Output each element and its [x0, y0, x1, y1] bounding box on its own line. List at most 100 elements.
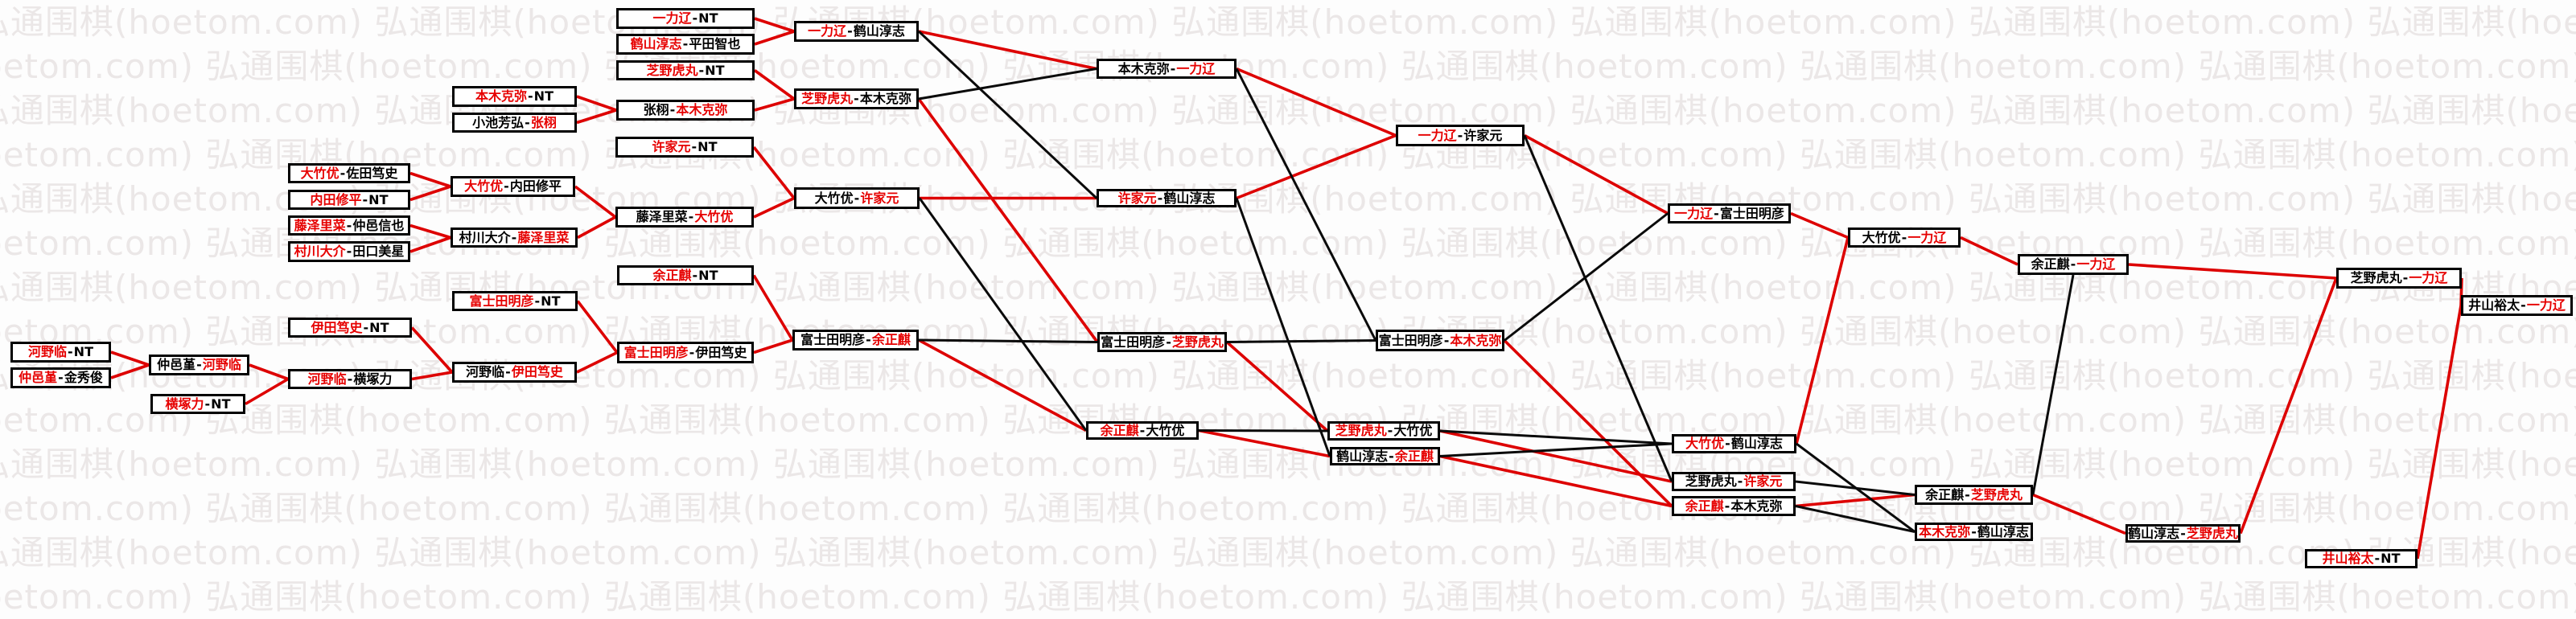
watermark-text: 弘通围棋(hoetom.com) 弘通围棋(hoetom.com) 弘通围棋(h… — [0, 47, 2576, 86]
winner-advance-line — [1790, 211, 1849, 240]
winner-advance-line — [409, 185, 451, 202]
player-name: 本木克弥 — [1919, 523, 1971, 539]
player-name: 藤泽里菜 — [294, 217, 346, 233]
match-box-b47: 芝野虎丸-一力辽 — [2336, 268, 2462, 289]
player-name: NT — [369, 319, 389, 335]
player-name: 金秀俊 — [64, 370, 103, 385]
loser-next-line — [917, 30, 1098, 199]
match-box-b35: 芝野虎丸-大竹优 — [1327, 421, 1440, 441]
player-name: 伊田笃史 — [695, 344, 747, 360]
player-name: 河野临 — [202, 357, 241, 372]
vs-separator: - — [669, 102, 676, 117]
winner-advance-line — [752, 274, 794, 341]
vs-separator: - — [1457, 127, 1463, 143]
match-box-b36: 鹤山淳志-余正麒 — [1330, 447, 1440, 465]
match-box-b21: 内田修平-NT — [288, 190, 410, 210]
winner-advance-line — [409, 223, 451, 240]
winner-advance-line — [245, 377, 289, 406]
winner-advance-line — [1795, 237, 1850, 445]
player-name: 许家元 — [1463, 127, 1503, 143]
winner-advance-line — [917, 97, 1099, 343]
player-name: 余正麒 — [1394, 448, 1434, 464]
player-name: 大竹优 — [694, 209, 734, 224]
vs-separator: - — [525, 114, 530, 130]
vs-separator: - — [1965, 486, 1970, 502]
winner-advance-line — [1439, 429, 1673, 483]
player-name: 平田智也 — [689, 36, 741, 51]
vs-separator: - — [692, 267, 698, 283]
player-name: 井山裕太 — [2468, 297, 2520, 313]
player-name: 村川大介 — [294, 244, 346, 259]
loser-next-line — [918, 68, 1097, 100]
player-name: 大竹优 — [1393, 423, 1433, 438]
match-box-b31: 许家元-鹤山淳志 — [1097, 189, 1237, 207]
match-box-b12: 芝野虎丸-NT — [616, 60, 755, 80]
vs-separator: - — [2374, 551, 2381, 566]
player-name: 大竹优 — [814, 190, 854, 206]
winner-advance-line — [576, 350, 618, 374]
match-box-b40: 余正麒-一力辽 — [2018, 254, 2129, 275]
watermark-text: 弘通围棋(hoetom.com) 弘通围棋(hoetom.com) 弘通围棋(h… — [0, 445, 2576, 484]
player-name: 仲邑信也 — [352, 217, 405, 233]
vs-separator: - — [347, 371, 353, 387]
winner-advance-line — [1503, 339, 1673, 507]
winner-advance-line — [753, 69, 796, 100]
player-name: 河野临 — [307, 371, 347, 387]
player-name: 富士田明彦 — [1101, 334, 1166, 350]
player-name: NT — [697, 139, 718, 154]
vs-separator: - — [688, 209, 694, 224]
vs-separator: - — [363, 319, 369, 335]
vs-separator: - — [854, 190, 860, 206]
player-name: 鹤山淳志 — [1730, 436, 1783, 451]
watermark-text: 弘通围棋(hoetom.com) 弘通围棋(hoetom.com) 弘通围棋(h… — [0, 577, 2576, 617]
player-name: NT — [698, 10, 718, 26]
winner-advance-line — [577, 215, 616, 240]
vs-separator: - — [346, 244, 352, 259]
match-box-b1: 河野临-NT — [10, 342, 111, 363]
player-name: 张栩 — [530, 114, 557, 130]
player-name: 大竹优 — [300, 165, 339, 181]
winner-advance-line — [754, 97, 795, 112]
player-name: 鹤山淳志 — [630, 36, 682, 51]
winner-advance-line — [1236, 133, 1397, 200]
winner-advance-line — [752, 146, 796, 199]
vs-separator: - — [1157, 190, 1163, 206]
player-name: 鹤山淳志 — [2128, 525, 2180, 541]
winner-advance-line — [576, 300, 619, 354]
vs-separator: - — [692, 10, 698, 26]
winner-advance-line — [754, 17, 795, 33]
player-name: 横塚力 — [353, 371, 393, 387]
player-name: 鹤山淳志 — [1163, 190, 1216, 206]
match-box-b13: 张栩-本木克弥 — [616, 100, 755, 121]
player-name: 芝野虎丸 — [2350, 270, 2402, 285]
vs-separator: - — [511, 229, 517, 245]
watermark-text: 弘通围棋(hoetom.com) 弘通围棋(hoetom.com) 弘通围棋(h… — [0, 312, 2576, 351]
match-box-b24: 大竹优-内田修平 — [451, 176, 575, 197]
match-box-b4: 横塚力-NT — [150, 394, 245, 414]
winner-advance-line — [1960, 236, 2018, 266]
player-name: 余正麒 — [1685, 498, 1724, 514]
player-name: NT — [533, 88, 553, 104]
winner-advance-line — [1795, 493, 1916, 508]
player-name: 鹤山淳志 — [1977, 523, 2029, 539]
match-box-b32: 富士田明彦-芝野虎丸 — [1097, 332, 1227, 352]
player-name: 余正麒 — [1925, 486, 1965, 502]
player-name: 许家元 — [860, 190, 899, 206]
player-name: 许家元 — [1743, 473, 1783, 489]
player-name: 芝野虎丸 — [1685, 473, 1737, 489]
vs-separator: - — [362, 191, 368, 207]
vs-separator: - — [1737, 473, 1743, 489]
player-name: 大竹优 — [1146, 422, 1185, 438]
winner-advance-line — [1524, 133, 1669, 215]
winner-advance-line — [753, 196, 795, 219]
vs-separator: - — [2070, 256, 2076, 272]
match-box-b37: 富士田明彦-本木克弥 — [1376, 330, 1504, 351]
match-box-b41: 大竹优-鹤山淳志 — [1672, 434, 1796, 453]
vs-separator: - — [1170, 60, 1176, 76]
match-box-b28: 大竹优-许家元 — [794, 187, 920, 209]
winner-advance-line — [2032, 493, 2126, 535]
winner-advance-line — [576, 109, 617, 125]
winner-advance-line — [409, 236, 451, 253]
match-box-b42: 芝野虎丸-许家元 — [1672, 472, 1796, 491]
